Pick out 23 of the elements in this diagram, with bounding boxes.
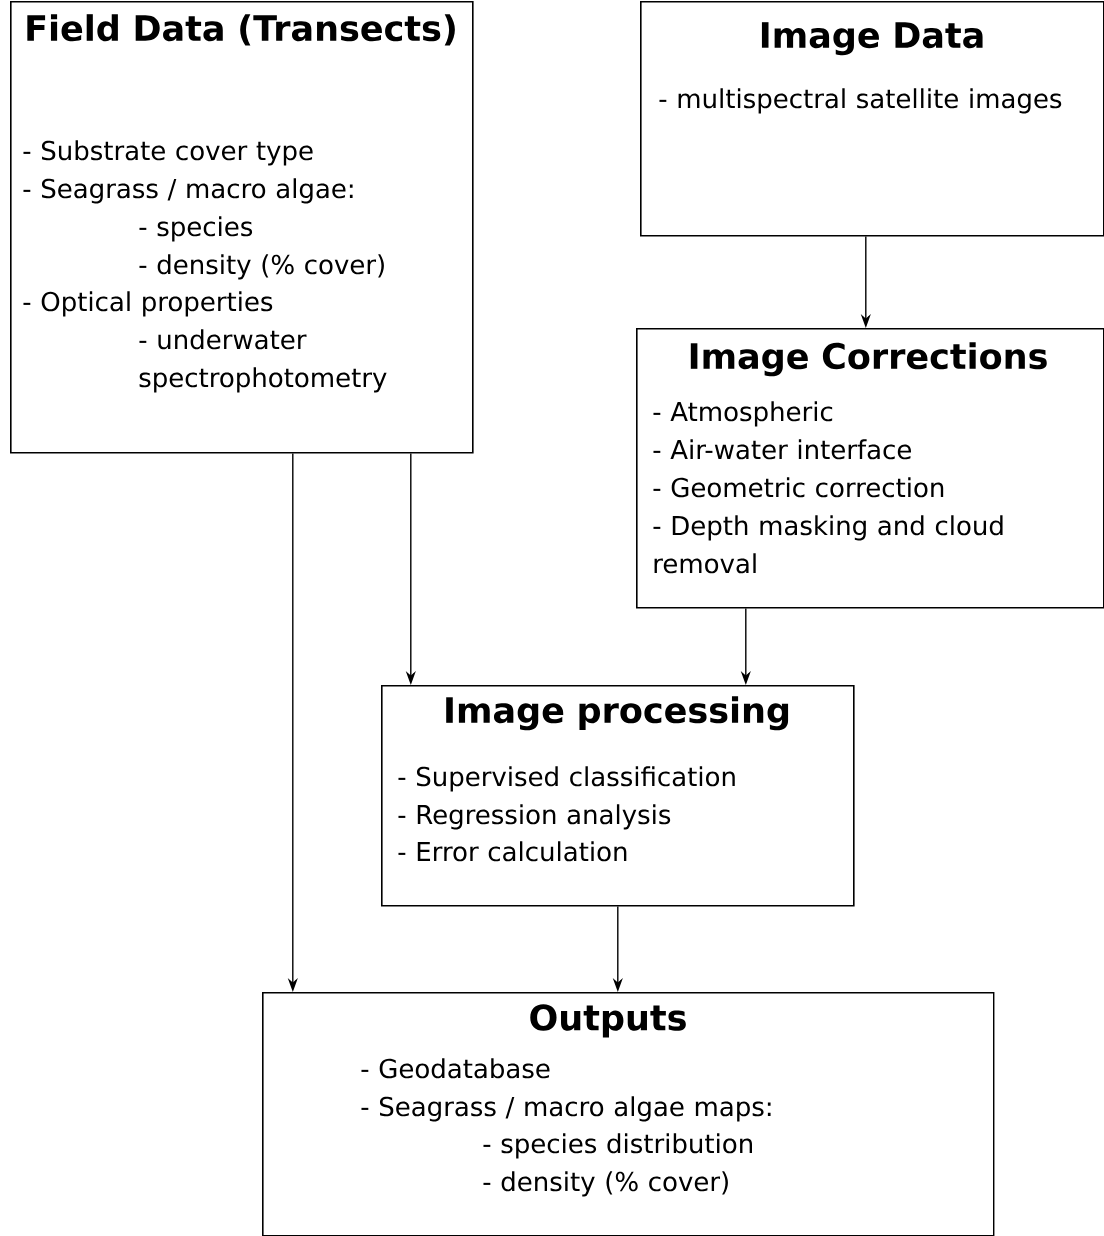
box-heading: Image Corrections bbox=[690, 342, 1047, 377]
list-item: - density (% cover) bbox=[139, 254, 384, 280]
list-item: - Substrate cover type bbox=[23, 140, 313, 166]
list-item: - Depth masking and cloud removal bbox=[653, 515, 1003, 574]
list-item: - Supervised classification bbox=[398, 766, 735, 792]
list-item: - species distribution bbox=[483, 1133, 752, 1159]
box-heading: Image Data bbox=[761, 22, 983, 56]
list-item: - Geometric correction bbox=[653, 477, 944, 498]
list-item: - species bbox=[139, 216, 253, 242]
list-item: - Optical properties bbox=[23, 291, 273, 317]
list-item: - Seagrass / macro algae: bbox=[23, 178, 353, 204]
box-heading: Outputs bbox=[530, 1004, 686, 1038]
box-heading: Field Data (Transects) bbox=[27, 14, 455, 46]
list-item: - Atmospheric bbox=[653, 401, 833, 427]
box-heading: Image processing bbox=[446, 696, 789, 731]
list-item: - multispectral satellite images bbox=[659, 88, 1062, 114]
list-item: - Seagrass / macro algae maps: bbox=[361, 1096, 771, 1122]
list-item: - Regression analysis bbox=[398, 804, 671, 830]
list-item: - underwater spectrophotometry bbox=[139, 329, 387, 393]
list-item: - Error calculation bbox=[398, 841, 627, 862]
list-item: - Geodatabase bbox=[361, 1058, 550, 1079]
list-item: - density (% cover) bbox=[483, 1171, 728, 1197]
list-item: - Air-water interface bbox=[653, 439, 911, 460]
